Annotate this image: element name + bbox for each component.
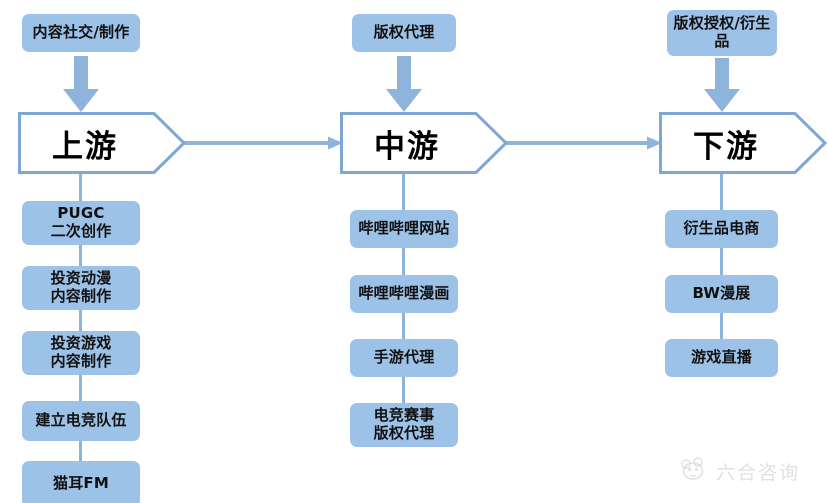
item-upstream-1[interactable]: 投资动漫 内容制作 — [22, 266, 140, 310]
item-midstream-2[interactable]: 手游代理 — [350, 339, 458, 377]
item-upstream-4[interactable]: 猫耳FM — [22, 461, 140, 503]
top-label-upstream[interactable]: 内容社交/制作 — [22, 14, 140, 52]
stage-label-upstream: 上游 — [52, 128, 118, 165]
item-upstream-3[interactable]: 建立电竞队伍 — [22, 401, 140, 441]
watermark: 六合咨询 — [678, 456, 800, 486]
connector-line-upstream — [79, 172, 82, 472]
down-arrow-upstream — [63, 56, 99, 112]
connector-line-downstream — [720, 172, 723, 347]
panda-logo-icon — [678, 456, 708, 486]
flow-arrow-upstream-to-midstream — [183, 136, 343, 150]
stage-chevron-downstream[interactable]: 下游 — [659, 112, 827, 174]
stage-chevron-upstream[interactable]: 上游 — [18, 112, 186, 174]
stage-chevron-midstream[interactable]: 中游 — [340, 112, 508, 174]
stage-label-midstream: 中游 — [374, 128, 440, 165]
flow-arrow-midstream-to-downstream — [503, 136, 662, 150]
watermark-text: 六合咨询 — [716, 461, 801, 484]
stage-label-downstream: 下游 — [693, 128, 759, 165]
item-upstream-0[interactable]: PUGC 二次创作 — [22, 201, 140, 245]
item-upstream-2[interactable]: 投资游戏 内容制作 — [22, 331, 140, 375]
down-arrow-midstream — [386, 56, 422, 112]
top-label-downstream[interactable]: 版权授权/衍生品 — [667, 10, 777, 56]
top-label-midstream[interactable]: 版权代理 — [352, 14, 456, 52]
item-midstream-3[interactable]: 电竞赛事 版权代理 — [350, 403, 458, 447]
down-arrow-downstream — [704, 58, 740, 112]
item-midstream-0[interactable]: 哔哩哔哩网站 — [350, 210, 458, 248]
item-downstream-0[interactable]: 衍生品电商 — [665, 210, 778, 248]
item-midstream-1[interactable]: 哔哩哔哩漫画 — [350, 275, 458, 313]
item-downstream-1[interactable]: BW漫展 — [665, 275, 778, 313]
item-downstream-2[interactable]: 游戏直播 — [665, 339, 778, 377]
